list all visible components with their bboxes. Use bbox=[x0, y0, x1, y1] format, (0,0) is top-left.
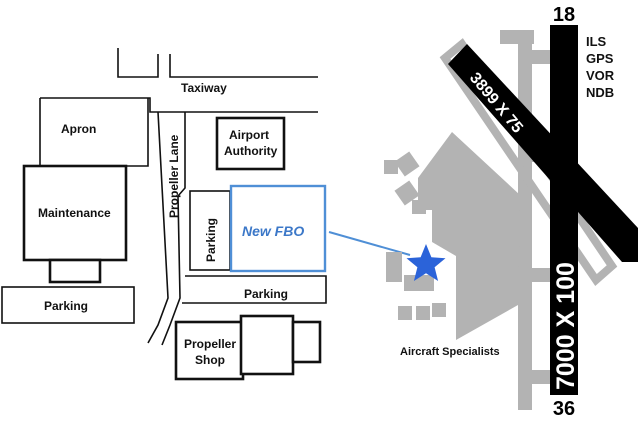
hangar-2 bbox=[394, 151, 420, 177]
label-propeller-shop-2: Shop bbox=[195, 353, 225, 367]
label-maintenance: Maintenance bbox=[38, 206, 111, 220]
maintenance-annex bbox=[48, 258, 102, 284]
hangar-1 bbox=[384, 160, 398, 174]
runway-end-36: 36 bbox=[553, 398, 575, 420]
hangar-6 bbox=[404, 275, 434, 291]
crosswind-runway bbox=[448, 44, 638, 262]
label-parking-left: Parking bbox=[44, 299, 88, 313]
label-parking-road: Parking bbox=[244, 287, 288, 301]
label-new-fbo: New FBO bbox=[242, 223, 304, 239]
taxiway-road-top bbox=[169, 54, 318, 78]
hangar-8 bbox=[416, 306, 430, 320]
taxiway-connector-1 bbox=[532, 50, 550, 64]
crosswind-taxiway bbox=[439, 38, 618, 286]
propeller-lane-right-edge bbox=[161, 112, 186, 346]
facility-plan bbox=[1, 48, 327, 346]
approach-ndb: NDB bbox=[586, 85, 614, 100]
taxiway-top-edge bbox=[117, 48, 159, 78]
runway-end-18: 18 bbox=[553, 4, 575, 26]
parking-road-top bbox=[182, 275, 327, 304]
propeller-shop-annex bbox=[239, 314, 295, 376]
hangar-3 bbox=[394, 180, 420, 206]
label-parking-vertical: Parking bbox=[204, 218, 218, 262]
approach-ils: ILS bbox=[586, 34, 607, 49]
label-aircraft-specialists: Aircraft Specialists bbox=[400, 346, 500, 358]
parallel-taxiway bbox=[518, 38, 532, 410]
airfield: 3899 X 75 7000 X 100 18 36 ILS GPS VOR N… bbox=[384, 4, 638, 420]
label-airport-authority-2: Authority bbox=[224, 144, 278, 158]
parking-lot-left bbox=[1, 286, 135, 324]
hangar-5 bbox=[386, 252, 402, 282]
fbo-connector-line bbox=[328, 231, 411, 256]
label-propeller-lane: Propeller Lane bbox=[167, 134, 181, 218]
taxiway-road-bottom bbox=[40, 97, 318, 113]
label-taxiway: Taxiway bbox=[181, 81, 227, 95]
label-propeller-shop-1: Propeller bbox=[184, 337, 236, 351]
taxiway-connector-3 bbox=[532, 268, 550, 282]
approach-gps: GPS bbox=[586, 51, 614, 66]
taxiway-connector-4 bbox=[532, 370, 550, 384]
main-runway bbox=[550, 25, 578, 395]
approach-vor: VOR bbox=[586, 68, 615, 83]
hangar-4 bbox=[412, 200, 426, 214]
main-runway-label: 7000 X 100 bbox=[552, 262, 580, 390]
star-icon bbox=[406, 244, 446, 281]
aircraft-apron bbox=[418, 132, 520, 340]
new-fbo-area bbox=[229, 184, 327, 273]
airport-authority-building bbox=[215, 116, 286, 171]
hangar-7 bbox=[398, 306, 412, 320]
propeller-shop-annex-small bbox=[291, 320, 322, 364]
label-apron: Apron bbox=[61, 122, 96, 136]
taxiway-stub-top bbox=[500, 30, 534, 44]
propeller-lane-left-edge bbox=[147, 111, 169, 344]
hangar-9 bbox=[432, 303, 446, 317]
label-airport-authority-1: Airport bbox=[229, 128, 269, 142]
